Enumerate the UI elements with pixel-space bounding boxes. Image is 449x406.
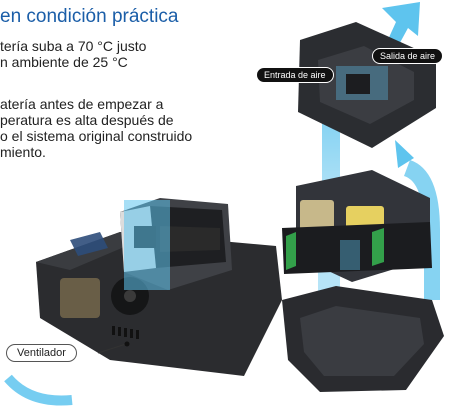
paragraph-line: atería antes de empezar a (0, 96, 164, 112)
paragraph-line: n ambiente de 25 °C (0, 54, 128, 70)
battery-bottom-housing (282, 286, 444, 392)
paragraph-line: peratura es alta después de (0, 112, 174, 128)
paragraph-line: miento. (0, 144, 46, 160)
vent-slots (112, 326, 139, 339)
air-outlet-label: Salida de aire (372, 48, 444, 64)
charger-airflow (124, 200, 170, 290)
paragraph-line: tería suba a 70 °C justo (0, 38, 147, 54)
battery-top-cover (298, 22, 436, 148)
battery-cells (282, 170, 432, 282)
battery-on-charger (120, 198, 232, 290)
paragraph-line: o el sistema original construido (0, 128, 193, 144)
air-inlet-label: Entrada de aire (256, 67, 334, 83)
fan-label: Ventilador (6, 344, 77, 362)
section-heading: en condición práctica (0, 6, 179, 27)
paragraph-temperature: tería suba a 70 °C justo n ambiente de 2… (0, 38, 146, 70)
paragraph-cooling: atería antes de empezar a peratura es al… (0, 96, 192, 160)
